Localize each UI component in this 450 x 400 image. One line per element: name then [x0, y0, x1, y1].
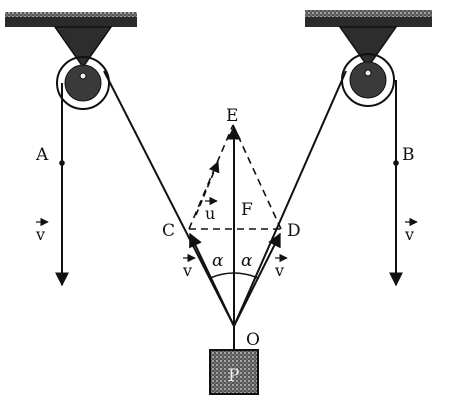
svg-text:v: v [182, 261, 192, 280]
label-e: E [226, 106, 238, 126]
right-pulley [338, 26, 398, 107]
vec-label-v-right-rope: v [404, 217, 418, 244]
left-ceiling [5, 12, 137, 27]
label-f: F [241, 200, 253, 220]
vec-label-v-left-center: v [182, 253, 196, 280]
dashed-construction [188, 124, 282, 230]
point-b [393, 160, 399, 166]
rope-left-slant [103, 70, 235, 327]
angle-arc [209, 272, 259, 279]
vec-label-u: u [205, 196, 218, 223]
arrow-v-left [189, 232, 235, 327]
arrow-v-right [233, 232, 281, 327]
label-o: O [246, 330, 260, 350]
svg-text:u: u [205, 204, 215, 223]
mass-p [209, 326, 259, 395]
label-p: P [228, 366, 239, 386]
vec-label-v-right-center: v [274, 253, 288, 280]
vec-label-v-left-rope: v [35, 217, 49, 244]
angle-alpha-right: α [241, 251, 253, 271]
svg-text:v: v [274, 261, 284, 280]
point-a [59, 160, 65, 166]
label-d: D [287, 221, 301, 241]
left-pulley [53, 26, 113, 110]
svg-text:v: v [35, 225, 45, 244]
angle-alpha-left: α [212, 251, 224, 271]
label-c: C [162, 221, 175, 241]
rope-right-slant [233, 70, 347, 327]
svg-text:v: v [404, 225, 414, 244]
label-b: B [402, 145, 415, 165]
right-ceiling [305, 10, 432, 27]
label-a: A [35, 145, 49, 165]
